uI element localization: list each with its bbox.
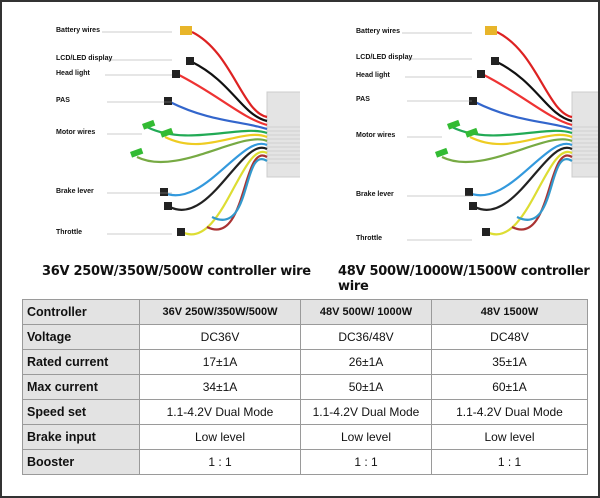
label-brake-lever: Brake lever — [56, 188, 94, 195]
table-cell: DC36/48V — [300, 324, 432, 350]
table-cell: Low level — [431, 424, 588, 450]
header-cell: 36V 250W/350W/500W — [139, 299, 301, 325]
label-head-light: Head light — [356, 72, 390, 79]
label-motor-wires: Motor wires — [56, 129, 96, 136]
label-throttle: Throttle — [56, 229, 83, 236]
label-pas: PAS — [356, 96, 370, 103]
row-label: Brake input — [22, 424, 140, 450]
label-battery-wires: Battery wires — [356, 28, 400, 35]
table-cell: 35±1A — [431, 349, 588, 375]
caption-36v: 36V 250W/350W/500W controller wire — [42, 264, 311, 279]
table-cell: DC48V — [431, 324, 588, 350]
label-lcd-led-display: LCD/LED display — [356, 54, 413, 61]
caption-48v: 48V 500W/1000W/1500W controller wire — [338, 264, 590, 294]
table-cell: Low level — [139, 424, 301, 450]
label-motor-wires: Motor wires — [356, 132, 396, 139]
table-cell: 1 : 1 — [431, 449, 588, 475]
table-cell: 1.1-4.2V Dual Mode — [139, 399, 301, 425]
label-brake-lever: Brake lever — [356, 191, 394, 198]
header-cell: Controller — [22, 299, 140, 325]
row-label: Max current — [22, 374, 140, 400]
table-cell: 17±1A — [139, 349, 301, 375]
table-header-row: Controller 36V 250W/350W/500W 48V 500W/ … — [22, 299, 588, 325]
wiring-harness-illustration — [102, 26, 300, 236]
row-label: Rated current — [22, 349, 140, 375]
header-cell: 48V 500W/ 1000W — [300, 299, 432, 325]
label-throttle: Throttle — [356, 235, 383, 242]
row-label: Speed set — [22, 399, 140, 425]
row-label: Booster — [22, 449, 140, 475]
table-cell: DC36V — [139, 324, 301, 350]
table-cell: 1.1-4.2V Dual Mode — [300, 399, 432, 425]
row-label: Voltage — [22, 324, 140, 350]
table-cell: 1 : 1 — [300, 449, 432, 475]
label-lcd-led-display: LCD/LED display — [56, 55, 113, 62]
label-head-light: Head light — [56, 70, 90, 77]
table-cell: 60±1A — [431, 374, 588, 400]
table-cell: 1 : 1 — [139, 449, 301, 475]
table-cell: 1.1-4.2V Dual Mode — [431, 399, 588, 425]
table-cell: 26±1A — [300, 349, 432, 375]
table-cell: 34±1A — [139, 374, 301, 400]
label-pas: PAS — [56, 97, 70, 104]
spec-table: Controller 36V 250W/350W/500W 48V 500W/ … — [22, 299, 588, 475]
table-cell: Low level — [300, 424, 432, 450]
header-cell: 48V 1500W — [431, 299, 588, 325]
table-cell: 50±1A — [300, 374, 432, 400]
label-battery-wires: Battery wires — [56, 27, 100, 34]
wiring-harness-illustration — [402, 26, 598, 241]
